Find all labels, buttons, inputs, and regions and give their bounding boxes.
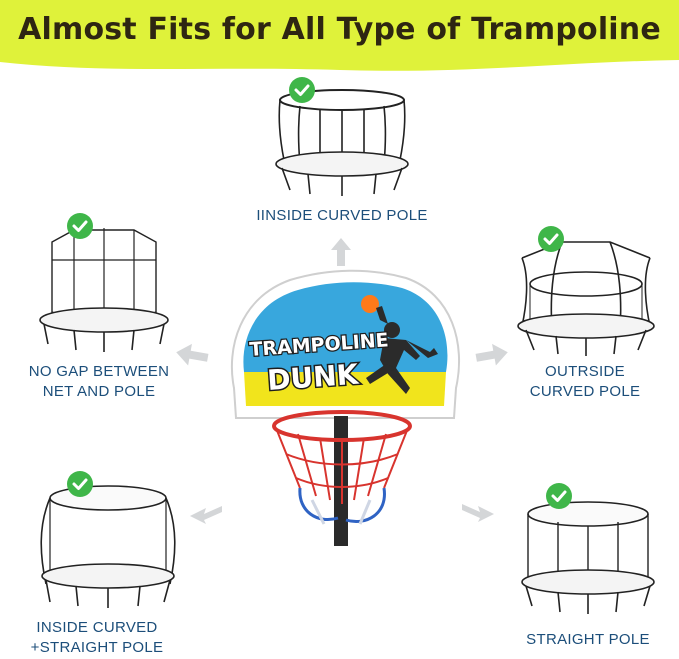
- player-silhouette: [361, 295, 438, 394]
- check-icon-left: [67, 213, 93, 239]
- arrow-left-icon: [176, 343, 209, 366]
- trampoline-no-gap: [39, 228, 169, 352]
- label-inside-curved-straight: INSIDE CURVED +STRAIGHT POLE: [12, 618, 182, 658]
- label-line: STRAIGHT POLE: [526, 631, 650, 648]
- arrow-right-icon: [475, 343, 508, 366]
- label-no-gap: NO GAP BETWEEN NET AND POLE: [14, 362, 184, 402]
- label-outside-curved-pole: OUTRSIDE CURVED POLE: [500, 362, 670, 402]
- check-icon-bottom-left: [67, 471, 93, 497]
- label-line: CURVED POLE: [529, 383, 641, 400]
- arrow-down-right-icon: [462, 504, 494, 522]
- hoop-net: [272, 410, 412, 525]
- label-straight-pole: STRAIGHT POLE: [500, 630, 676, 650]
- header-banner: Almost Fits for All Type of Trampoline: [0, 0, 679, 76]
- label-line: INSIDE CURVED: [36, 619, 158, 636]
- trampoline-inside-curved-straight: [40, 485, 176, 608]
- label-line: NET AND POLE: [42, 383, 156, 400]
- check-icon-right: [538, 226, 564, 252]
- trampoline-outside-curved-pole: [517, 241, 655, 356]
- arrow-down-left-icon: [190, 506, 222, 524]
- trampoline-straight-pole: [521, 501, 655, 614]
- check-icon-top: [289, 77, 315, 103]
- label-line: OUTRSIDE: [545, 363, 625, 380]
- label-line: NO GAP BETWEEN: [28, 363, 170, 380]
- check-icon-bottom-right: [546, 483, 572, 509]
- basketball-hoop-illustration: TRAMPOLINE DUNK: [230, 269, 460, 546]
- label-line: +STRAIGHT POLE: [30, 639, 164, 656]
- logo-line-2: DUNK: [266, 358, 360, 397]
- label-inside-curved-pole: IINSIDE CURVED POLE: [228, 206, 456, 226]
- arrow-up-icon: [331, 238, 351, 266]
- label-line: IINSIDE CURVED POLE: [256, 207, 428, 224]
- trampoline-inside-curved-pole: [275, 89, 409, 196]
- page-title: Almost Fits for All Type of Trampoline: [18, 12, 661, 47]
- banner-background: [0, 0, 679, 71]
